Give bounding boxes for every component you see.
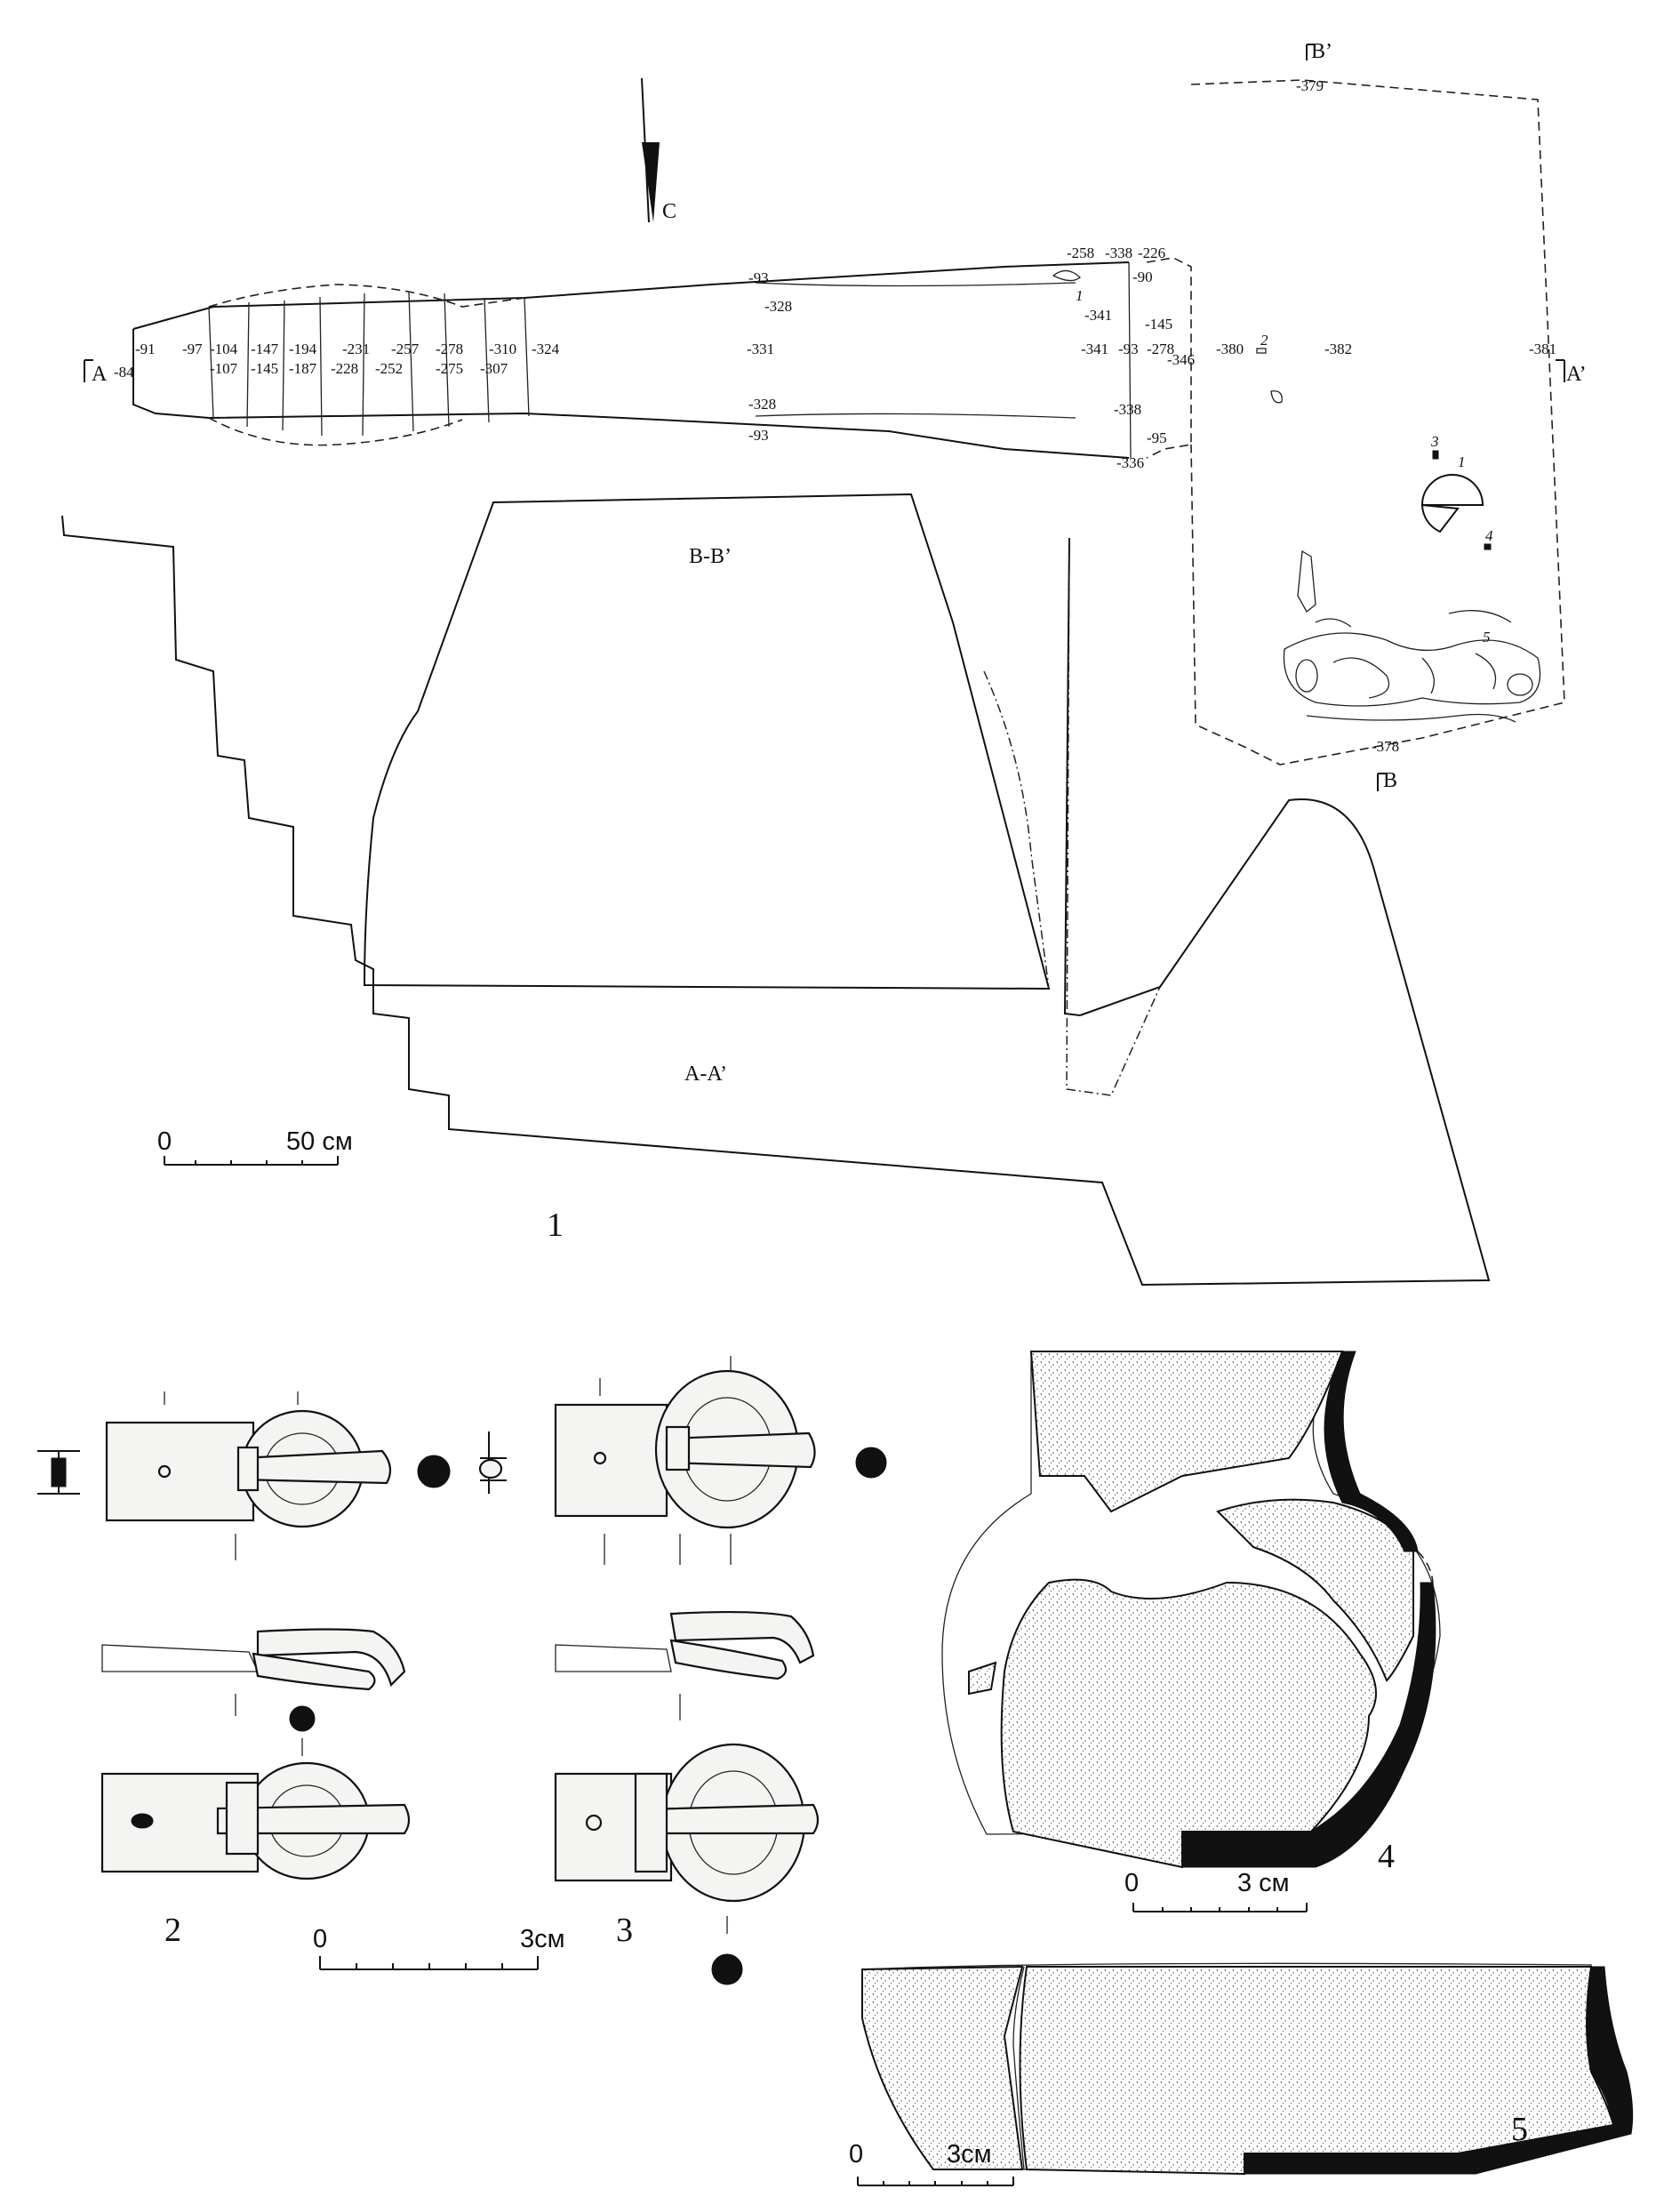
elevation-label: -228 bbox=[331, 360, 358, 377]
figure-number-3: 3 bbox=[616, 1912, 633, 1949]
north-arrow-label: С bbox=[662, 200, 676, 223]
elevation-label: -382 bbox=[1324, 341, 1352, 357]
elevation-label: -341 bbox=[1081, 341, 1108, 357]
elevation-label: -257 bbox=[391, 341, 420, 357]
elevation-label: -278 bbox=[1147, 341, 1174, 357]
elevation-label: -341 bbox=[1084, 307, 1112, 324]
elevation-label: -338 bbox=[1105, 245, 1132, 261]
north-arrow-icon bbox=[641, 77, 660, 223]
section-a-a-label: A-A’ bbox=[684, 1062, 727, 1086]
figure-number-5: 5 bbox=[1511, 2111, 1528, 2148]
elevation-label: -328 bbox=[764, 298, 792, 315]
elevation-label: -194 bbox=[289, 341, 317, 357]
buckle-scale-bar bbox=[319, 1956, 539, 1970]
elevation-label: -84 bbox=[114, 364, 134, 381]
elevation-label: -324 bbox=[532, 341, 560, 357]
section-a-right-mark bbox=[1556, 359, 1565, 382]
elevation-label: -93 bbox=[748, 269, 769, 286]
elevation-label: -331 bbox=[747, 341, 774, 357]
figure-number-4: 4 bbox=[1378, 1838, 1395, 1875]
elevation-label: -346 bbox=[1167, 351, 1195, 368]
entrance-elevations: -258 -338 -226 -90 -341 -145 -341 -93 -2… bbox=[1052, 245, 1195, 471]
elevation-label: -107 bbox=[210, 360, 238, 377]
section-a-right-label: A’ bbox=[1566, 363, 1587, 386]
elevation-label: -145 bbox=[1145, 316, 1172, 333]
elevation-label: -379 bbox=[1296, 77, 1324, 94]
section-a-left-mark bbox=[84, 359, 93, 382]
buckle-scale-zero: 0 bbox=[313, 1925, 327, 1953]
elevation-label: -93 bbox=[748, 427, 769, 444]
vessel-4-scale-max: 3 см bbox=[1237, 1869, 1290, 1897]
elevation-label: -226 bbox=[1138, 245, 1165, 261]
vessel-5 bbox=[861, 1962, 1634, 2176]
elevation-label: -187 bbox=[289, 360, 317, 377]
figure-number-1: 1 bbox=[547, 1207, 564, 1244]
elevation-label: -91 bbox=[135, 341, 156, 357]
find-number-label: 1 bbox=[1076, 287, 1084, 304]
buckle-2 bbox=[37, 1391, 451, 1880]
elevation-label: -278 bbox=[436, 341, 463, 357]
elevation-label: -275 bbox=[436, 360, 463, 377]
section-b-bottom-label: B bbox=[1383, 769, 1397, 792]
elevation-label: -310 bbox=[489, 341, 516, 357]
elevation-label: -381 bbox=[1529, 341, 1556, 357]
vessel-5-scale-bar bbox=[857, 2177, 1014, 2186]
corridor-elevations: -91 -84 -97 -104 -107 -147 -145 -194 -18… bbox=[114, 269, 792, 444]
vessel-5-scale-max: 3см bbox=[947, 2140, 992, 2169]
section-b-b-label: B-B’ bbox=[689, 545, 732, 568]
plan-scale-bar bbox=[164, 1156, 339, 1166]
elevation-label: -336 bbox=[1116, 454, 1144, 471]
vessel-4-scale-bar bbox=[1132, 1903, 1308, 1912]
elevation-label: -147 bbox=[251, 341, 279, 357]
elevation-label: -307 bbox=[480, 360, 508, 377]
plan-scale-max: 50 см bbox=[286, 1127, 353, 1156]
section-b-top-label: B’ bbox=[1311, 40, 1332, 63]
buckle-scale-max: 3см bbox=[520, 1925, 565, 1953]
find-number-label: 3 bbox=[1430, 433, 1439, 450]
grave-plan: С A bbox=[84, 40, 1587, 792]
elevation-label: -231 bbox=[342, 341, 370, 357]
section-a-left-label: A bbox=[92, 363, 108, 386]
elevation-label: -378 bbox=[1372, 738, 1399, 755]
profile-a-a bbox=[61, 515, 1491, 1287]
find-number-label: 2 bbox=[1260, 332, 1268, 349]
elevation-label: -252 bbox=[375, 360, 403, 377]
vessel-4 bbox=[941, 1351, 1441, 1869]
elevation-label: -145 bbox=[251, 360, 278, 377]
find-number-label: 5 bbox=[1483, 629, 1491, 645]
vessel-4-scale-zero: 0 bbox=[1124, 1869, 1139, 1897]
vessel-5-scale-zero: 0 bbox=[849, 2140, 863, 2169]
buckle-3 bbox=[478, 1356, 887, 1985]
profile-b-b bbox=[363, 493, 1051, 990]
elevation-label: -328 bbox=[748, 396, 776, 413]
elevation-label: -380 bbox=[1216, 341, 1244, 357]
chamber-finds: 2 3 1 4 5 bbox=[1256, 332, 1541, 723]
figure-number-2: 2 bbox=[164, 1912, 181, 1949]
elevation-label: -104 bbox=[210, 341, 238, 357]
find-number-label: 4 bbox=[1485, 527, 1493, 544]
dromos-outline bbox=[132, 257, 1192, 459]
elevation-label: -90 bbox=[1132, 269, 1153, 285]
elevation-label: -338 bbox=[1114, 401, 1141, 418]
burial-chamber bbox=[1190, 44, 1565, 791]
elevation-label: -97 bbox=[182, 341, 203, 357]
find-number-label: 1 bbox=[1458, 453, 1466, 470]
elevation-label: -93 bbox=[1118, 341, 1139, 357]
elevation-label: -95 bbox=[1147, 429, 1167, 446]
elevation-label: -258 bbox=[1067, 245, 1094, 261]
plan-scale-zero: 0 bbox=[157, 1127, 172, 1156]
